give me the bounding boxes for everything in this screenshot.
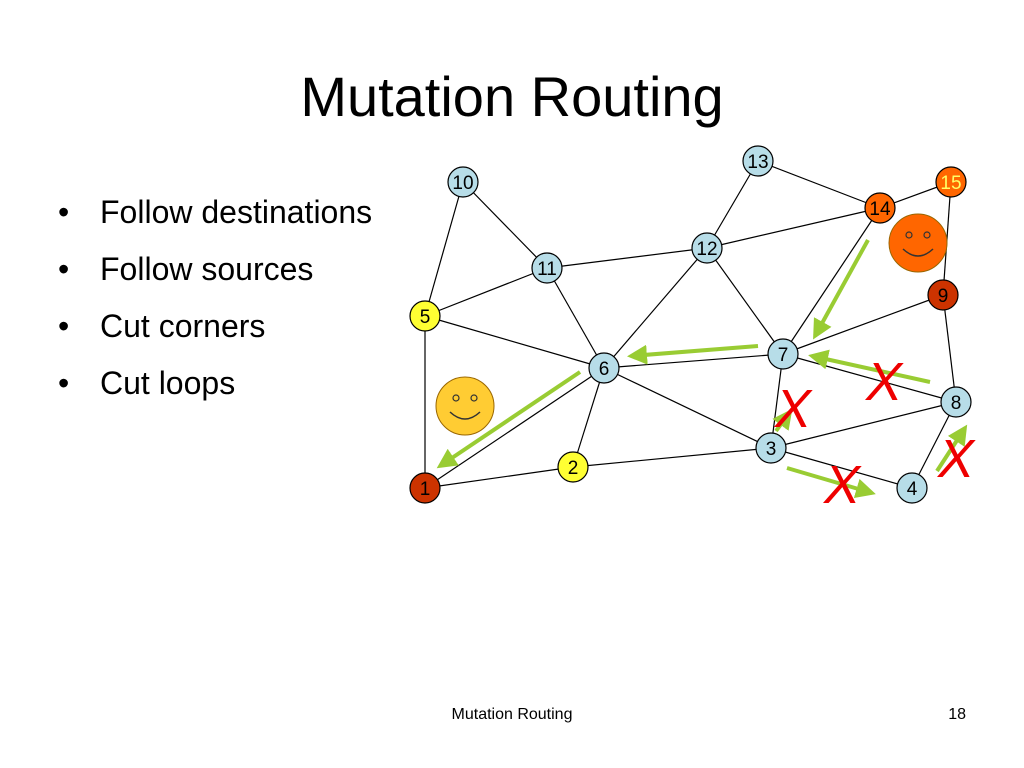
node-label: 9: [938, 286, 949, 307]
edge-12-14: [706, 207, 881, 249]
node-13: 13: [742, 145, 774, 177]
bullet-dot-icon: •: [58, 251, 70, 287]
bullet-text: Cut loops: [100, 365, 236, 401]
node-label: 8: [951, 393, 962, 414]
edge-3-8: [770, 401, 957, 449]
bullet-item: • Cut corners: [58, 304, 372, 361]
node-label: 1: [420, 479, 431, 500]
slide-title: Mutation Routing: [300, 65, 724, 128]
route-arrow-2: [627, 344, 759, 365]
edge-1-2: [424, 466, 574, 489]
node-11: 11: [531, 252, 563, 284]
edge-6-3: [603, 367, 772, 449]
edge-10-11: [462, 181, 548, 269]
bullet-dot-icon: •: [58, 308, 70, 344]
node-2: 2: [557, 451, 589, 483]
route-arrow-6: [935, 424, 968, 473]
node-label: 3: [766, 439, 777, 460]
edge-13-14: [757, 160, 881, 209]
edge-6-12: [603, 247, 708, 369]
edge-2-3: [572, 447, 772, 468]
footer-title: Mutation Routing: [451, 706, 573, 723]
bullet-item: • Cut loops: [58, 361, 372, 418]
graph-edges: [424, 160, 957, 489]
cross-mark-3: X: [822, 455, 862, 515]
cross-mark-2: X: [773, 379, 813, 439]
edge-9-8: [942, 294, 957, 403]
bullet-text: Follow sources: [100, 251, 314, 287]
node-3: 3: [755, 432, 787, 464]
node-label: 15: [940, 173, 961, 194]
node-label: 12: [696, 239, 717, 260]
edge-12-7: [706, 247, 784, 355]
route-arrow-5: [786, 466, 876, 499]
bullet-dot-icon: •: [58, 365, 70, 401]
node-4: 4: [896, 472, 928, 504]
node-15: 15: [935, 166, 967, 198]
node-9: 9: [927, 279, 959, 311]
node-label: 14: [869, 199, 891, 220]
edge-11-5: [424, 267, 548, 317]
smiley-yellow-icon: [435, 376, 495, 436]
route-arrow-1: [813, 239, 870, 340]
node-label: 4: [907, 479, 918, 500]
node-7: 7: [767, 338, 799, 370]
page-number: 18: [948, 706, 966, 723]
node-label: 13: [747, 152, 768, 173]
route-arrows: [436, 239, 968, 499]
bullet-list: • Follow destinations • Follow sources • Cu…: [58, 190, 372, 418]
node-8: 8: [940, 386, 972, 418]
bullet-text: Follow destinations: [100, 194, 373, 230]
bullet-text: Cut corners: [100, 308, 266, 344]
route-arrow-7: [772, 408, 793, 433]
node-12: 12: [691, 232, 723, 264]
node-10: 10: [447, 166, 479, 198]
cross-mark-1: X: [864, 352, 904, 412]
node-6: 6: [588, 352, 620, 384]
node-1: 1: [409, 472, 441, 504]
smiley-orange-icon: [888, 213, 948, 273]
edge-7-3: [770, 353, 784, 449]
cross-mark-4: X: [936, 429, 976, 489]
edge-10-5: [424, 181, 464, 317]
route-arrow-4: [808, 349, 931, 384]
edge-8-4: [911, 401, 957, 489]
edge-6-7: [603, 353, 784, 369]
edge-12-13: [706, 160, 759, 249]
node-label: 7: [778, 345, 789, 366]
node-label: 11: [537, 259, 557, 280]
node-label: 2: [568, 458, 579, 479]
node-label: 5: [420, 307, 431, 328]
edge-7-9: [782, 294, 944, 355]
bullet-item: • Follow destinations: [58, 190, 372, 247]
node-label: 10: [452, 173, 473, 194]
node-5: 5: [409, 300, 441, 332]
edge-11-6: [546, 267, 605, 369]
route-arrow-3: [436, 370, 582, 469]
edge-3-4: [770, 447, 913, 489]
bullet-dot-icon: •: [58, 194, 70, 230]
node-14: 14: [864, 192, 896, 224]
edge-14-7: [782, 207, 881, 355]
edge-6-2: [572, 367, 605, 468]
node-label: 6: [599, 359, 610, 380]
edge-5-6: [424, 315, 605, 369]
smileys: [435, 213, 948, 436]
edge-11-12: [546, 247, 708, 269]
bullet-item: • Follow sources: [58, 247, 372, 304]
